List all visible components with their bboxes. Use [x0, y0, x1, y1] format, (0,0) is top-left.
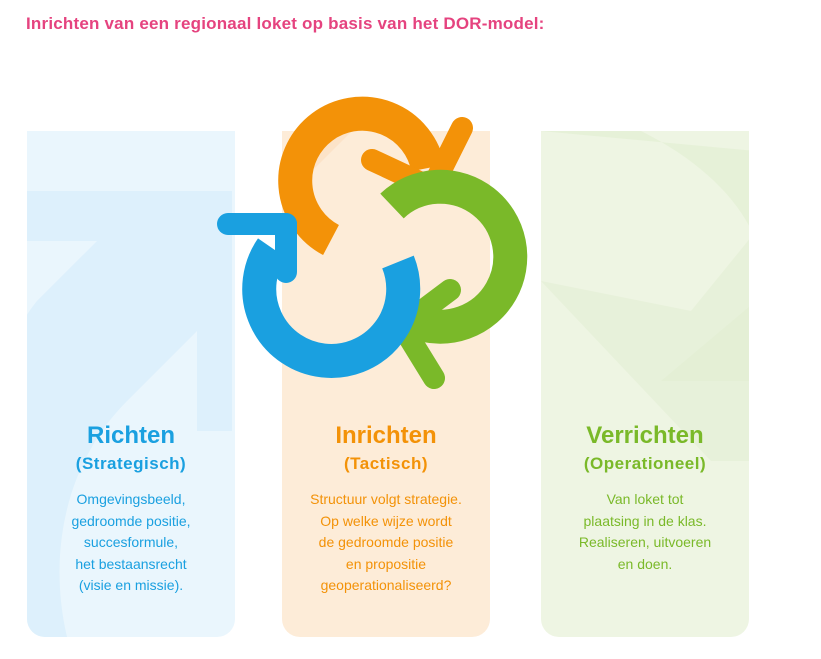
arrow-watermark-icon	[541, 131, 749, 461]
column-inrichten: Inrichten (Tactisch) Structuur volgt str…	[256, 422, 516, 597]
description-line: het bestaansrecht	[75, 555, 187, 572]
description-line: Structuur volgt strategie.	[310, 491, 462, 507]
blue-cycle-arrow-icon	[217, 213, 421, 378]
description-line: de gedroomde positie	[318, 534, 454, 550]
panel-verrichten	[541, 131, 749, 637]
arrow-watermark-icon	[27, 191, 232, 637]
column-description: Van loket tot plaatsing in de klas. Real…	[515, 489, 775, 575]
column-description: Omgevingsbeeld, gedroomde positie, succe…	[1, 489, 261, 597]
column-heading: Inrichten	[335, 422, 437, 449]
column-subheading: (Strategisch)	[75, 454, 187, 473]
column-subheading: (Tactisch)	[343, 454, 429, 473]
description-line: geoperationaliseerd?	[320, 577, 452, 593]
column-heading: Richten	[86, 422, 175, 449]
panel-richten	[27, 131, 235, 637]
description-line: Realiseren, uitvoeren	[578, 534, 712, 550]
description-line: (visie en missie).	[78, 577, 184, 593]
column-richten: Richten (Strategisch) Omgevingsbeeld, ge…	[1, 422, 261, 597]
description-line: plaatsing in de klas.	[583, 512, 707, 529]
description-line: en doen.	[617, 555, 673, 572]
column-subheading: (Operationeel)	[583, 454, 707, 473]
description-line: Van loket tot	[606, 491, 684, 507]
description-line: Op welke wijze wordt	[320, 512, 452, 529]
description-line: Omgevingsbeeld,	[76, 491, 186, 507]
description-line: gedroomde positie,	[71, 512, 191, 529]
description-line: succesformule,	[83, 534, 179, 550]
column-verrichten: Verrichten (Operationeel) Van loket tot …	[515, 422, 775, 575]
description-line: en propositie	[345, 555, 427, 572]
page-title: Inrichten van een regionaal loket op bas…	[26, 14, 545, 33]
column-heading: Verrichten	[586, 422, 704, 449]
column-description: Structuur volgt strategie. Op welke wijz…	[256, 489, 516, 597]
